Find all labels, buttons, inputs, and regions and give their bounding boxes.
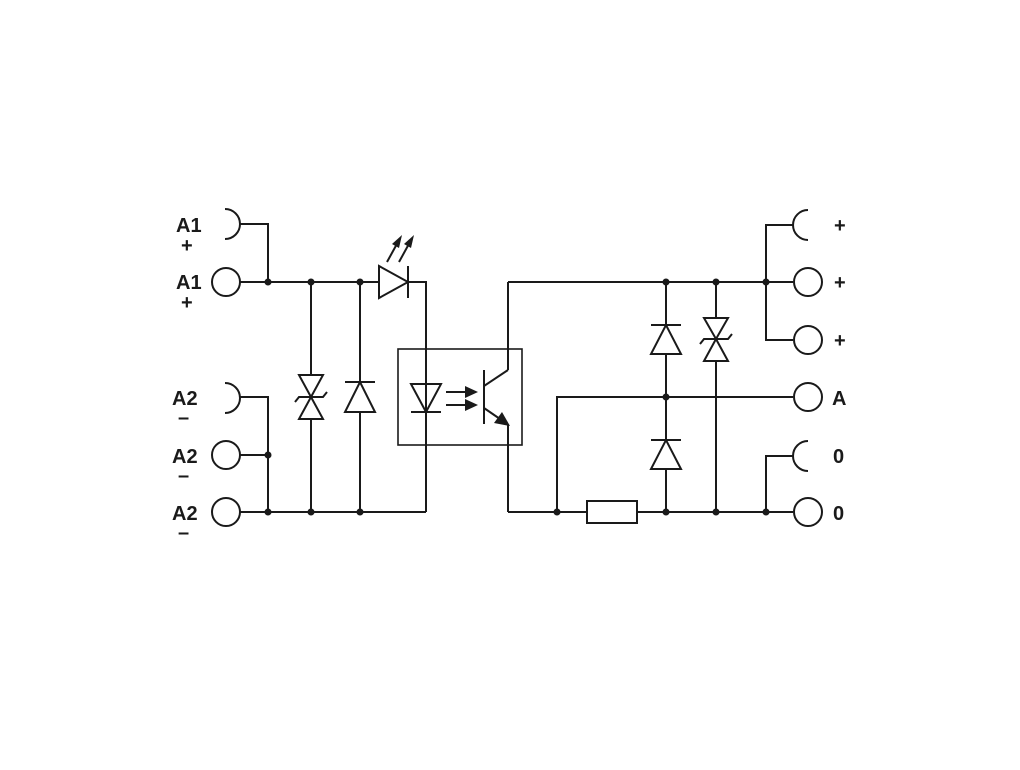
terminal-a1-plug: [224, 208, 241, 240]
terminal-zero-plug: [792, 440, 809, 472]
optocoupler-light-arrows-icon: [446, 386, 478, 411]
terminal-plus-screw-2: [793, 325, 823, 355]
terminal-a2-screw-bot: [211, 497, 241, 527]
wire-output-a: [556, 396, 793, 512]
label-out-plus-2: +: [834, 272, 846, 294]
wire-zero-plug: [765, 455, 793, 512]
junction-dot: [264, 278, 272, 286]
optocoupler-led: [409, 383, 443, 415]
label-out-plus-3: +: [834, 330, 846, 352]
wire-a1-plug: [240, 223, 269, 282]
junction-dot: [662, 278, 670, 286]
junction-dot: [264, 508, 272, 516]
label-a2-mid: A2: [172, 446, 198, 468]
label-a1-top: A1: [176, 215, 202, 237]
junction-dot: [264, 451, 272, 459]
optocoupler-box: [397, 348, 523, 446]
label-out-zero-2: 0: [833, 503, 844, 525]
terminal-a-screw: [793, 382, 823, 412]
diode-reverse-protection: [343, 282, 377, 512]
label-a1-mid-sign: +: [181, 292, 193, 314]
junction-dot: [662, 508, 670, 516]
terminal-a2-plug: [224, 382, 241, 414]
terminal-plus-plug-top: [792, 209, 809, 241]
phototransistor: [483, 282, 510, 512]
junction-dot: [712, 278, 720, 286]
label-a1-top-sign: +: [181, 235, 193, 257]
label-a2-bot-sign: –: [178, 522, 189, 544]
terminal-zero-screw: [793, 497, 823, 527]
resistor: [586, 500, 638, 524]
label-a1-mid: A1: [176, 272, 202, 294]
label-out-zero-1: 0: [833, 446, 844, 468]
junction-dot: [553, 508, 561, 516]
label-a2-top-sign: –: [178, 407, 189, 429]
wire-a2-plug: [240, 396, 269, 511]
led-light-arrows-icon: [386, 235, 414, 263]
terminal-a2-screw-mid: [211, 440, 241, 470]
wire-plus-plug-top: [765, 224, 793, 341]
tvs-diode-bidirectional-right: [699, 282, 733, 512]
label-a2-top: A2: [172, 388, 198, 410]
tvs-diode-bidirectional-left: [294, 282, 328, 512]
label-out-a: A: [832, 388, 846, 410]
label-a2-mid-sign: –: [178, 465, 189, 487]
status-led: [378, 264, 427, 512]
junction-dot: [712, 508, 720, 516]
junction-dot: [662, 393, 670, 401]
terminal-a1-screw: [211, 267, 241, 297]
label-a2-bot: A2: [172, 503, 198, 525]
terminal-plus-screw: [793, 267, 823, 297]
label-out-plus-1: +: [834, 215, 846, 237]
